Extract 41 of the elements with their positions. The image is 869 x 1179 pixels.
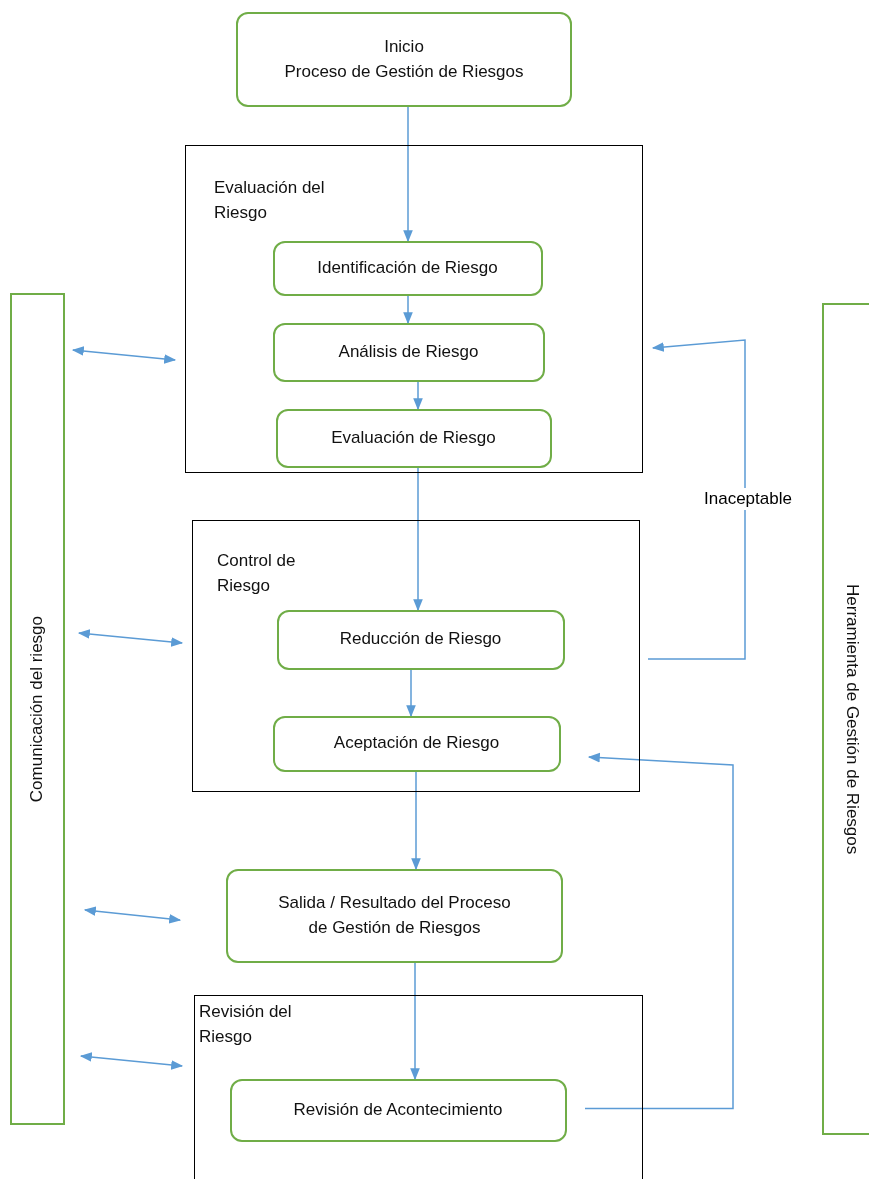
process-box bbox=[275, 408, 552, 468]
arrow bbox=[411, 771, 421, 871]
group-frame bbox=[192, 520, 640, 792]
box-label: Aceptación de Riesgo bbox=[333, 732, 500, 755]
process-box bbox=[272, 322, 545, 382]
arrow bbox=[413, 381, 423, 411]
process-box bbox=[272, 240, 543, 296]
arrow bbox=[413, 467, 423, 612]
arrow bbox=[83, 906, 182, 924]
arrow bbox=[647, 339, 746, 660]
side-panel bbox=[822, 303, 869, 1135]
arrow bbox=[403, 295, 413, 325]
side-panel bbox=[10, 293, 65, 1125]
group-heading: Revisión del Riesgo bbox=[199, 1001, 293, 1048]
process-box bbox=[236, 12, 572, 107]
edge-label: Inaceptable bbox=[702, 488, 794, 510]
arrow bbox=[71, 346, 177, 364]
process-box bbox=[272, 715, 561, 772]
arrow bbox=[406, 669, 416, 718]
box-label: Identificación de Riesgo bbox=[317, 256, 498, 279]
arrow bbox=[77, 629, 184, 647]
box-label: Reducción de Riesgo bbox=[339, 628, 502, 651]
process-box bbox=[226, 869, 563, 963]
side-label: Herramienta de Gestión de Riesgos bbox=[842, 583, 864, 855]
arrow bbox=[79, 1052, 184, 1070]
group-frame bbox=[194, 995, 643, 1179]
group-heading: Control de Riesgo bbox=[217, 550, 297, 597]
arrow bbox=[584, 752, 734, 1110]
process-box bbox=[229, 1078, 567, 1142]
box-label: Evaluación de Riesgo bbox=[331, 426, 496, 449]
group-frame bbox=[185, 145, 643, 473]
box-label: Salida / Resultado del Proceso de Gestión de Riesgos bbox=[277, 892, 512, 939]
group-heading: Evaluación del Riesgo bbox=[214, 177, 326, 224]
arrow bbox=[403, 106, 413, 243]
box-label: Inicio bbox=[384, 35, 424, 58]
arrow bbox=[410, 962, 420, 1081]
process-box bbox=[276, 609, 565, 670]
box-label: Análisis de Riesgo bbox=[338, 340, 479, 363]
side-label: Comunicación del riesgo bbox=[26, 615, 48, 803]
box-label: Proceso de Gestión de Riesgos bbox=[284, 60, 524, 83]
box-label: Revisión de Acontecimiento bbox=[293, 1098, 503, 1121]
